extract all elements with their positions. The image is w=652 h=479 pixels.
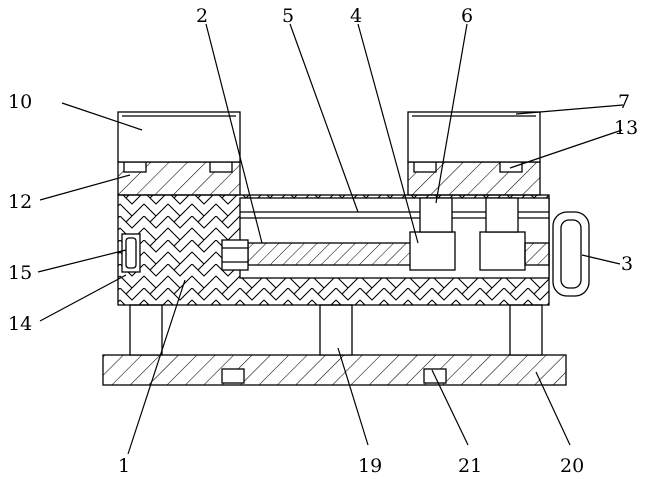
top-cover-right	[408, 112, 540, 162]
leader-5	[290, 24, 358, 212]
label-2: 2	[196, 5, 208, 27]
right-plate-strip	[525, 243, 549, 265]
slide-rail-left	[222, 240, 248, 270]
leader-14	[40, 275, 126, 321]
label-20: 20	[560, 455, 584, 477]
label-21: 21	[458, 455, 482, 477]
support-column-middle	[320, 305, 352, 355]
side-pin	[126, 238, 136, 268]
stud	[414, 162, 436, 172]
stud	[124, 162, 146, 172]
label-4: 4	[350, 5, 362, 27]
stud	[210, 162, 232, 172]
support-column-left	[130, 305, 162, 355]
label-15: 15	[8, 262, 32, 284]
base-bolt-left	[222, 369, 244, 383]
label-5: 5	[282, 5, 294, 27]
vertical-post-a	[420, 198, 452, 232]
leader-12	[40, 175, 130, 200]
side-knob-inner	[561, 220, 581, 288]
stud	[500, 162, 522, 172]
top-cover-left	[118, 112, 240, 162]
label-14: 14	[8, 313, 32, 335]
clamp-block-b	[480, 232, 525, 270]
leader-7	[516, 105, 623, 114]
label-10: 10	[8, 91, 32, 113]
label-13: 13	[614, 117, 638, 139]
label-19: 19	[358, 455, 382, 477]
leader-15	[38, 250, 126, 272]
support-column-right	[510, 305, 542, 355]
label-1: 1	[118, 455, 130, 477]
label-3: 3	[621, 253, 633, 275]
base-plate	[103, 355, 566, 385]
vertical-post-b	[486, 198, 518, 232]
label-7: 7	[618, 91, 630, 113]
slide-plate	[248, 243, 418, 265]
label-6: 6	[461, 5, 473, 27]
label-12: 12	[8, 191, 32, 213]
